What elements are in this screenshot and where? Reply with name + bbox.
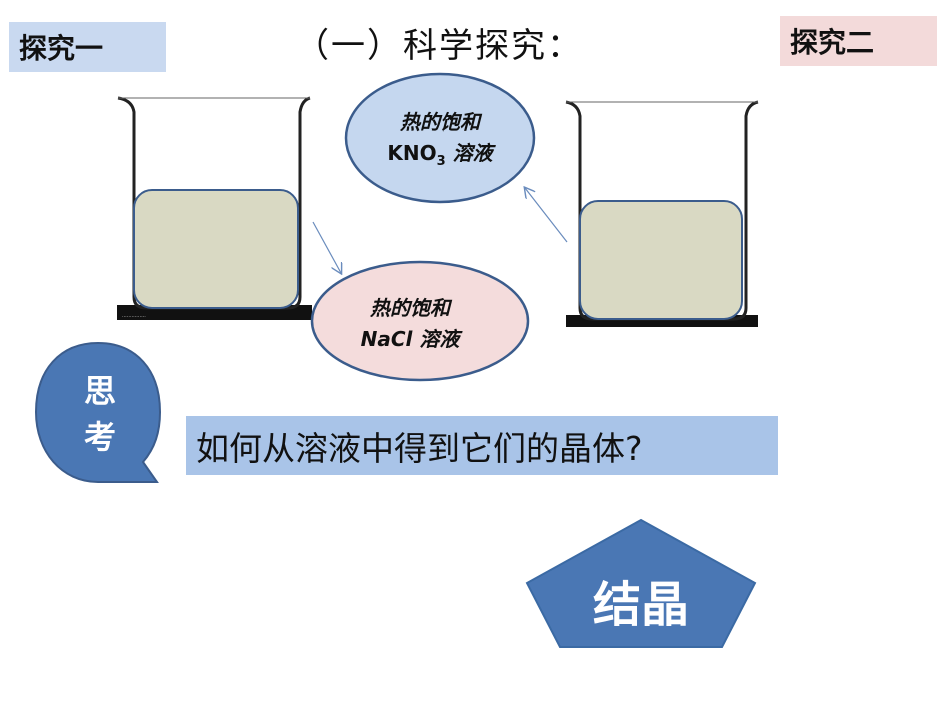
explore-two-label: 探究二 (780, 16, 937, 66)
think-label: 思 考 (60, 368, 140, 460)
nacl-line1: 热的饱和 (370, 296, 450, 320)
kno3-label: 热的饱和 KNO3 溶液 (370, 107, 510, 177)
crystallization-pentagon (525, 518, 757, 648)
left-beaker-liquid (133, 189, 299, 309)
kno3-ellipse (344, 72, 536, 204)
kno3-line2: KNO3 溶液 (387, 141, 493, 169)
left-beaker-image (117, 96, 312, 320)
right-beaker-image (565, 100, 759, 327)
think-bubble (34, 341, 162, 483)
page-title: （一）科学探究： (295, 26, 583, 66)
think-char-2: 考 (83, 418, 116, 456)
nacl-line2: NaCl 溶液 (360, 327, 460, 351)
kno3-line1: 热的饱和 (400, 110, 480, 134)
nacl-ellipse (310, 260, 530, 382)
arrow-to-kno3 (525, 188, 568, 243)
think-char-1: 思 (83, 372, 116, 410)
right-beaker-liquid (579, 200, 743, 320)
question-box: 如何从溶液中得到它们的晶体? (186, 416, 778, 475)
crystallization-label: 结晶 (592, 577, 689, 633)
left-beaker-watermark: ··············· (122, 314, 146, 320)
explore-one-label: 探究一 (9, 22, 166, 72)
arrow-to-nacl (312, 221, 341, 273)
nacl-label: 热的饱和 NaCl 溶液 (340, 293, 480, 355)
